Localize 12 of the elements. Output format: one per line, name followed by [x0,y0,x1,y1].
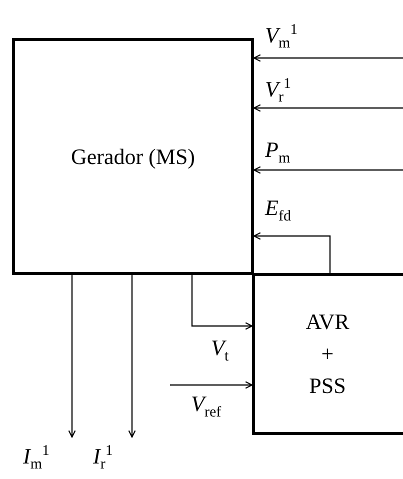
arrow [170,381,253,389]
box-label: Gerador (MS) [70,142,196,171]
arrow [68,275,76,438]
box-label: AVR + PSS [306,308,350,400]
process-box [12,38,254,275]
arrow [191,275,253,330]
process-box [252,273,403,435]
arrow [128,275,136,438]
arrow [253,54,403,62]
arrow [253,166,403,174]
arrow [253,232,331,273]
arrow [253,104,403,112]
